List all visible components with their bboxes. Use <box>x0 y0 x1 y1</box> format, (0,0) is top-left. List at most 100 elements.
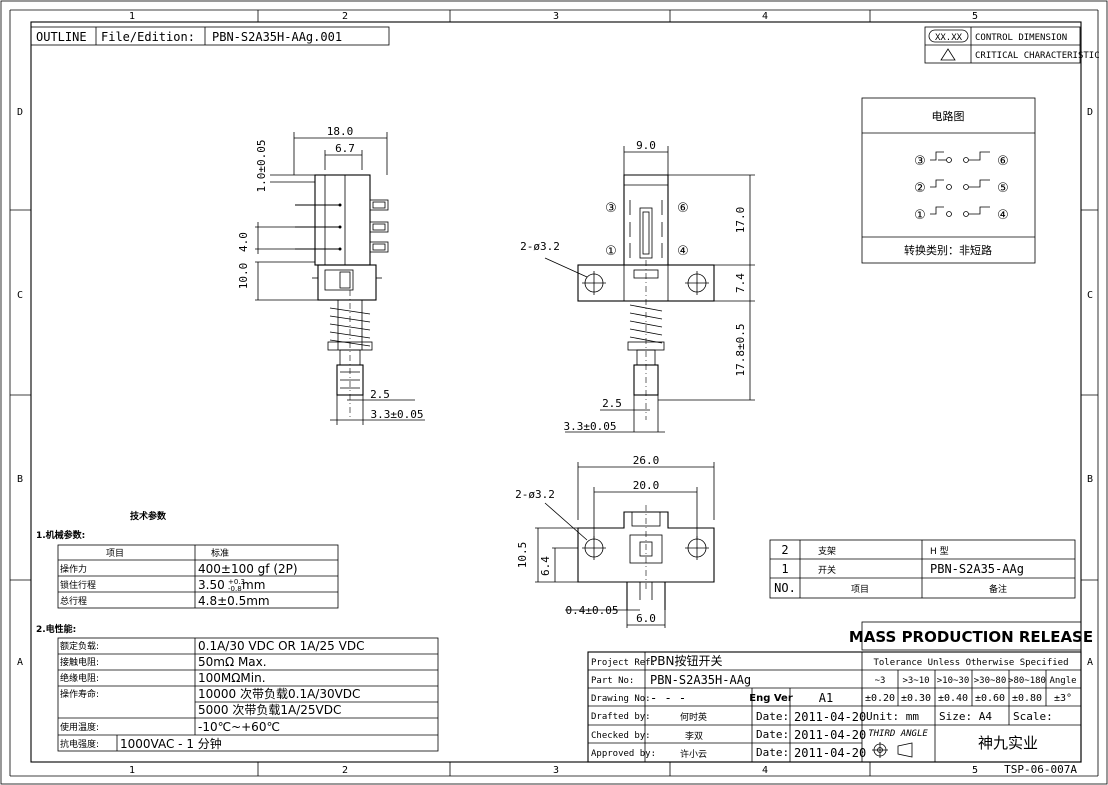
mech-section-title: 1.机械参数: <box>36 529 85 541</box>
bom-row-1-no: 1 <box>781 562 788 576</box>
date-value-2: 2011-04-20 <box>794 728 866 742</box>
circuit-pin-1: ① <box>914 208 926 223</box>
elec-row-5-value: 5000 次带负载1A/25VDC <box>198 703 341 717</box>
date-label-3: Date: <box>756 746 789 759</box>
row-label-left-d: D <box>17 107 23 118</box>
front-dim-stem-length: 17.8±0.5 <box>734 324 747 377</box>
side-dim-pin-width: 2.5 <box>370 388 390 401</box>
drafted-label: Drafted by: <box>591 712 651 722</box>
tol-range-4: >30~80 <box>974 676 1007 686</box>
elec-row-6-value: -10℃~+60℃ <box>198 720 280 734</box>
row-label-left-a: A <box>17 657 23 668</box>
elec-section-title: 2.电性能: <box>36 623 76 635</box>
col-label-top-3: 3 <box>553 11 559 22</box>
critical-characteristic-text: CRITICAL CHARACTERISTIC <box>975 51 1100 61</box>
bottom-dim-thickness: 0.4±0.05 <box>566 604 619 617</box>
bom-table: 2 支架 H 型 1 开关 PBN-S2A35-AAg NO. 项目 备注 <box>769 539 1076 599</box>
mech-row-total-name: 总行程 <box>60 595 87 607</box>
file-edition-label: File/Edition: <box>101 30 195 44</box>
bottom-dim-height: 10.5 <box>516 542 529 569</box>
checked-value: 李双 <box>685 730 703 742</box>
col-label-top-2: 2 <box>342 11 348 22</box>
tol-value-1: ±0.20 <box>865 693 895 704</box>
row-label-left-b: B <box>17 474 23 485</box>
date-label-1: Date: <box>756 710 789 723</box>
file-edition-value: PBN-S2A35H-AAg.001 <box>212 30 342 44</box>
tolerance-title: Tolerance Unless Otherwise Specified <box>873 658 1068 668</box>
scale-text: Scale: <box>1013 710 1053 723</box>
bom-row-1-item: 开关 <box>818 564 836 576</box>
row-label-right-d: D <box>1087 107 1093 118</box>
tol-range-1: ~3 <box>875 676 886 686</box>
circuit-pin-4: ④ <box>997 208 1009 223</box>
circuit-pin-2: ② <box>914 181 926 196</box>
mech-row-lock-sup: +0.3 <box>228 578 245 586</box>
elec-row-3-value: 100MΩMin. <box>198 671 266 685</box>
company-name: 神九实业 <box>978 734 1038 752</box>
row-label-left-c: C <box>17 290 23 301</box>
elec-row-2-value: 50mΩ Max. <box>198 655 267 669</box>
bottom-dim-inner: 20.0 <box>633 479 660 492</box>
bottom-dim-outer: 26.0 <box>633 454 660 467</box>
withstand-label: 抗电强度: <box>60 738 99 750</box>
col-label-top-4: 4 <box>762 11 768 22</box>
release-text: MASS PRODUCTION RELEASE <box>849 628 1093 646</box>
elec-row-4-value: 10000 次带负载0.1A/30VDC <box>198 687 360 701</box>
third-angle-projection-icon <box>872 742 913 758</box>
unit-text: Unit: mm <box>866 710 919 723</box>
elec-row-4-name: 操作寿命: <box>60 688 99 700</box>
col-label-top-5: 5 <box>972 11 978 22</box>
tol-value-angle: ±3° <box>1054 693 1072 704</box>
side-dim-pitch: 4.0 <box>237 232 250 252</box>
mech-row-force-value: 400±100 gf (2P) <box>198 562 298 576</box>
drawing-no-label: Drawing No: <box>591 694 651 704</box>
mech-row-lock-value: 3.50 <box>198 578 225 592</box>
circuit-pin-3: ③ <box>914 154 926 169</box>
col-label-bottom-1: 1 <box>129 765 135 776</box>
tech-parameters: 技术参数 1.机械参数: 项目 标准 操作力 400±100 gf (2P) 锁… <box>36 510 439 752</box>
elec-row-1-name: 额定负载: <box>60 640 99 652</box>
part-no-value: PBN-S2A35H-AAg <box>650 673 751 687</box>
outline-header: OUTLINE File/Edition: PBN-S2A35H-AAg.001 <box>30 26 390 46</box>
side-dim-stem: 3.3±0.05 <box>371 408 424 421</box>
size-text: Size: A4 <box>939 710 992 723</box>
outline-label: OUTLINE <box>36 30 87 44</box>
mech-row-lock-name: 锁住行程 <box>60 579 96 591</box>
title-block: Project Ref: PBN按钮开关 Part No: PBN-S2A35H… <box>587 651 1082 763</box>
release-banner: MASS PRODUCTION RELEASE <box>849 621 1093 651</box>
tol-range-angle: Angle <box>1049 676 1076 686</box>
checked-label: Checked by: <box>591 731 651 741</box>
control-dimension-text: CONTROL DIMENSION <box>975 33 1067 43</box>
tol-value-4: ±0.60 <box>975 693 1005 704</box>
elec-row-3-name: 绝缘电阻: <box>60 672 99 684</box>
side-dim-width: 18.0 <box>327 125 354 138</box>
approved-label: Approved by: <box>591 749 656 759</box>
triangle-icon <box>940 48 956 61</box>
front-dim-pin-width: 2.5 <box>602 397 622 410</box>
withstand-value: 1000VAC - 1 分钟 <box>120 736 222 751</box>
eng-ver-label: Eng Ver <box>749 693 793 704</box>
side-dim-top-tol: 1.0±0.05 <box>255 140 268 193</box>
eng-ver-value: A1 <box>819 691 833 705</box>
drafted-value: 何时英 <box>680 711 707 723</box>
legend-box: XX.XX CONTROL DIMENSION CRITICAL CHARACT… <box>924 26 1100 64</box>
circuit-pin-5: ⑤ <box>997 181 1009 196</box>
front-pin-1: ① <box>605 244 617 259</box>
tol-range-3: >10~30 <box>937 676 970 686</box>
bom-row-2-note: H 型 <box>930 546 949 557</box>
tol-value-5: ±0.80 <box>1012 693 1042 704</box>
bom-head-item: 项目 <box>851 584 869 595</box>
elec-row-2-name: 接触电阻: <box>60 656 99 668</box>
bom-head-no: NO. <box>774 581 796 595</box>
tol-range-5: >80~180 <box>1008 676 1046 686</box>
tech-title: 技术参数 <box>130 510 167 522</box>
tol-value-2: ±0.30 <box>901 693 931 704</box>
side-dim-inner: 6.7 <box>335 142 355 155</box>
mech-row-total-value: 4.8±0.5mm <box>198 594 270 608</box>
elec-row-6-name: 使用温度: <box>60 721 99 733</box>
front-dim-upper: 17.0 <box>734 207 747 234</box>
front-pin-4: ④ <box>677 244 689 259</box>
front-dim-width: 9.0 <box>636 139 656 152</box>
date-value-1: 2011-04-20 <box>794 710 866 724</box>
